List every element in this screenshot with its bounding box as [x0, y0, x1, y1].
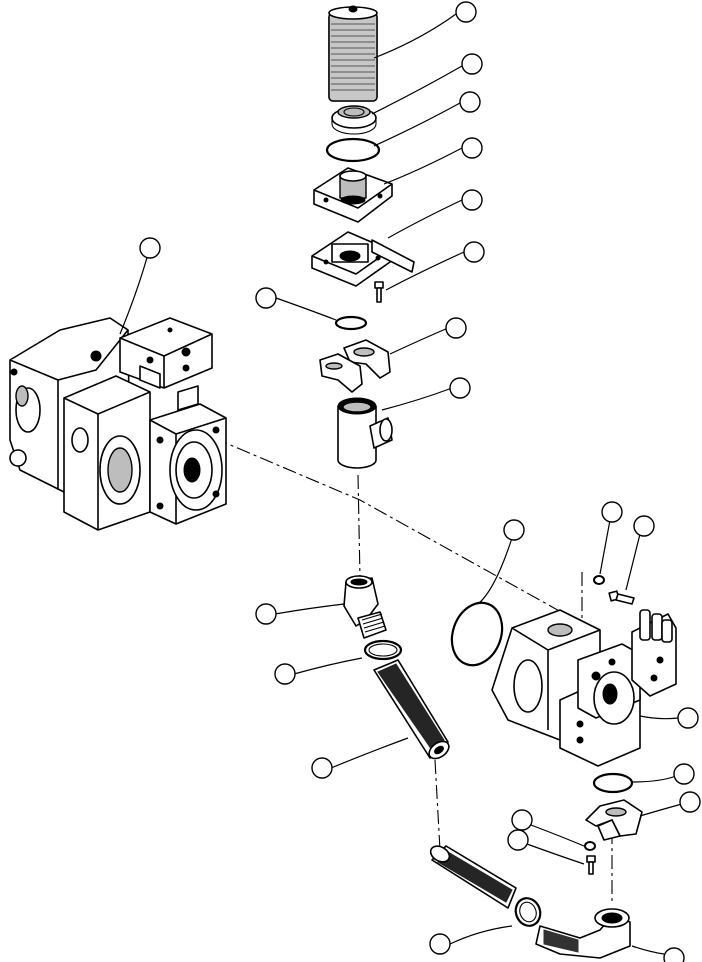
elbow-fitting [343, 575, 387, 639]
callout-3 [459, 91, 481, 113]
callout-12 [274, 663, 296, 685]
flange-capscrew [586, 855, 596, 875]
split-flange-clamp [319, 339, 391, 393]
pump-port-flange-clamp [585, 799, 643, 841]
filter-element [328, 5, 378, 102]
callout-7 [255, 287, 277, 309]
suction-hose-lower [429, 845, 517, 909]
filter-mounting-bracket [311, 231, 415, 287]
pump-capscrew [608, 590, 635, 605]
callout-13 [311, 757, 333, 779]
leader-lines [119, 13, 683, 955]
callout-2 [461, 53, 483, 75]
callout-bubbles [139, 1, 701, 962]
auxiliary-pump [491, 609, 677, 767]
callout-8 [445, 317, 467, 339]
tandem-main-pump [9, 317, 227, 531]
callout-5 [461, 189, 483, 211]
filter-head-cover [313, 167, 393, 223]
o-ring-large [450, 601, 504, 667]
callout-23 [663, 947, 685, 962]
callout-11 [255, 603, 277, 625]
hose-clamp-upper [363, 639, 403, 661]
suction-hose-upper [373, 659, 450, 760]
callout-16 [633, 515, 655, 537]
suction-tee [337, 397, 393, 469]
bracket-screw [374, 281, 384, 303]
callout-10 [139, 237, 161, 259]
callout-4 [461, 137, 483, 159]
hose-clamp-lower [514, 897, 542, 927]
filter-nut [331, 105, 377, 135]
callout-6 [463, 241, 485, 263]
flange-washer [584, 841, 596, 851]
pump-port-o-ring [592, 772, 634, 794]
callout-1 [455, 1, 477, 23]
callout-9 [449, 377, 471, 399]
callout-15 [601, 501, 623, 523]
elbow-lower [535, 908, 631, 959]
callout-22 [429, 933, 451, 955]
callout-20 [511, 809, 533, 831]
assembly-centerlines [213, 437, 613, 905]
o-ring-upper [325, 137, 381, 163]
pump-washer [593, 575, 605, 585]
callout-19 [679, 791, 701, 813]
callout-14 [503, 519, 525, 541]
o-ring-small [334, 315, 368, 331]
callout-21 [507, 829, 529, 851]
callout-17 [677, 707, 699, 729]
callout-18 [673, 763, 695, 785]
